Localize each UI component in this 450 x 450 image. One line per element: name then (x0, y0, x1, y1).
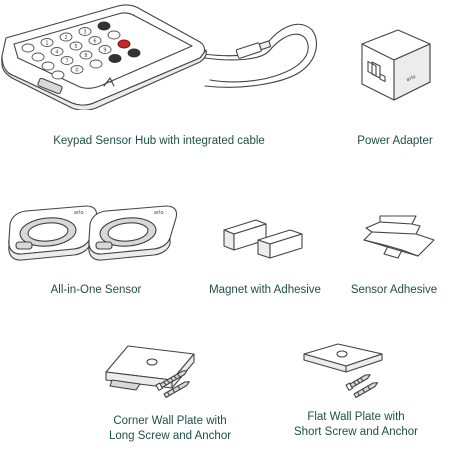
keypad-key (88, 36, 102, 45)
keypad-key (107, 30, 121, 40)
keypad-key (70, 65, 84, 74)
sensor-brand-right: arlo (154, 210, 164, 216)
keypad-key-label: 1 (45, 40, 48, 46)
keypad-keys: 1 2 3 4 5 6 7 8 9 0 (21, 21, 141, 80)
keypad-key (79, 50, 93, 60)
anchor-icon (353, 382, 379, 399)
screw-icon (345, 374, 371, 391)
keypad-key-label: 6 (93, 38, 96, 44)
flat-wall-plate-illustration (303, 343, 383, 399)
keypad-key-label: 0 (75, 67, 78, 73)
magnet-caption: Magnet with Adhesive (209, 284, 321, 296)
keypad-key (98, 45, 112, 54)
corner-wall-plate-icon (105, 345, 195, 391)
keypad-key (69, 41, 83, 51)
keypad-key (117, 39, 131, 49)
keypad-key-label: 4 (55, 49, 58, 55)
sensor-adhesive-icon (363, 215, 435, 259)
all-in-one-sensor-illustration: arlo arlo (8, 205, 178, 261)
adapter-caption: Power Adapter (357, 135, 433, 147)
keypad-key-label: 8 (84, 53, 87, 59)
keypad-key (50, 47, 64, 56)
keypad-sensor-hub-illustration: 1 2 3 4 5 6 7 8 9 0 (1, 4, 318, 110)
corner-plate-caption: Corner Wall Plate with Long Screw and An… (70, 414, 270, 444)
keypad-key (89, 59, 103, 69)
keypad-key-label: 5 (74, 44, 77, 50)
flat-wall-plate-icon (303, 343, 383, 373)
sensor-brand-left: arlo (74, 210, 84, 216)
sensor-adhesive-illustration (363, 215, 435, 259)
keypad-key (51, 70, 65, 80)
corner-plate-caption-line1: Corner Wall Plate with (113, 415, 227, 427)
keypad-key (108, 54, 122, 63)
corner-wall-plate-illustration (105, 345, 195, 399)
power-adapter-icon: arlo (361, 29, 431, 101)
keypad-key (59, 32, 73, 42)
keypad-key (40, 38, 54, 47)
adhesive-caption: Sensor Adhesive (350, 284, 438, 296)
keypad-key (41, 61, 55, 71)
flat-plate-caption-line2: Short Screw and Anchor (293, 426, 418, 438)
sensor-caption: All-in-One Sensor (50, 284, 142, 296)
keypad-key (78, 27, 92, 36)
keypad-key (97, 21, 111, 31)
magnet-icon (223, 219, 303, 259)
magnet-illustration (223, 219, 303, 259)
all-in-one-sensor-icon: arlo arlo (8, 205, 178, 261)
screw-icon (155, 370, 188, 391)
keypad-key (60, 56, 74, 65)
keypad-key-label: 3 (83, 29, 86, 35)
keypad-key (127, 48, 141, 58)
power-adapter-illustration: arlo (361, 29, 431, 101)
keypad-key-label: 2 (64, 35, 67, 41)
keypad-key-label: 7 (65, 58, 68, 64)
hub-caption: Keypad Sensor Hub with integrated cable (53, 135, 265, 147)
adapter-brand: arlo (406, 74, 417, 83)
keypad-key-label: 9 (103, 47, 106, 53)
anchor-icon (163, 381, 190, 399)
flat-plate-caption-line1: Flat Wall Plate with (307, 411, 405, 423)
corner-plate-caption-line2: Long Screw and Anchor (108, 430, 232, 442)
keypad-key (31, 52, 45, 62)
flat-plate-caption: Flat Wall Plate with Short Screw and Anc… (262, 410, 450, 440)
keypad-sensor-hub-icon: 1 2 3 4 5 6 7 8 9 0 (1, 4, 318, 110)
keypad-key (21, 43, 35, 53)
